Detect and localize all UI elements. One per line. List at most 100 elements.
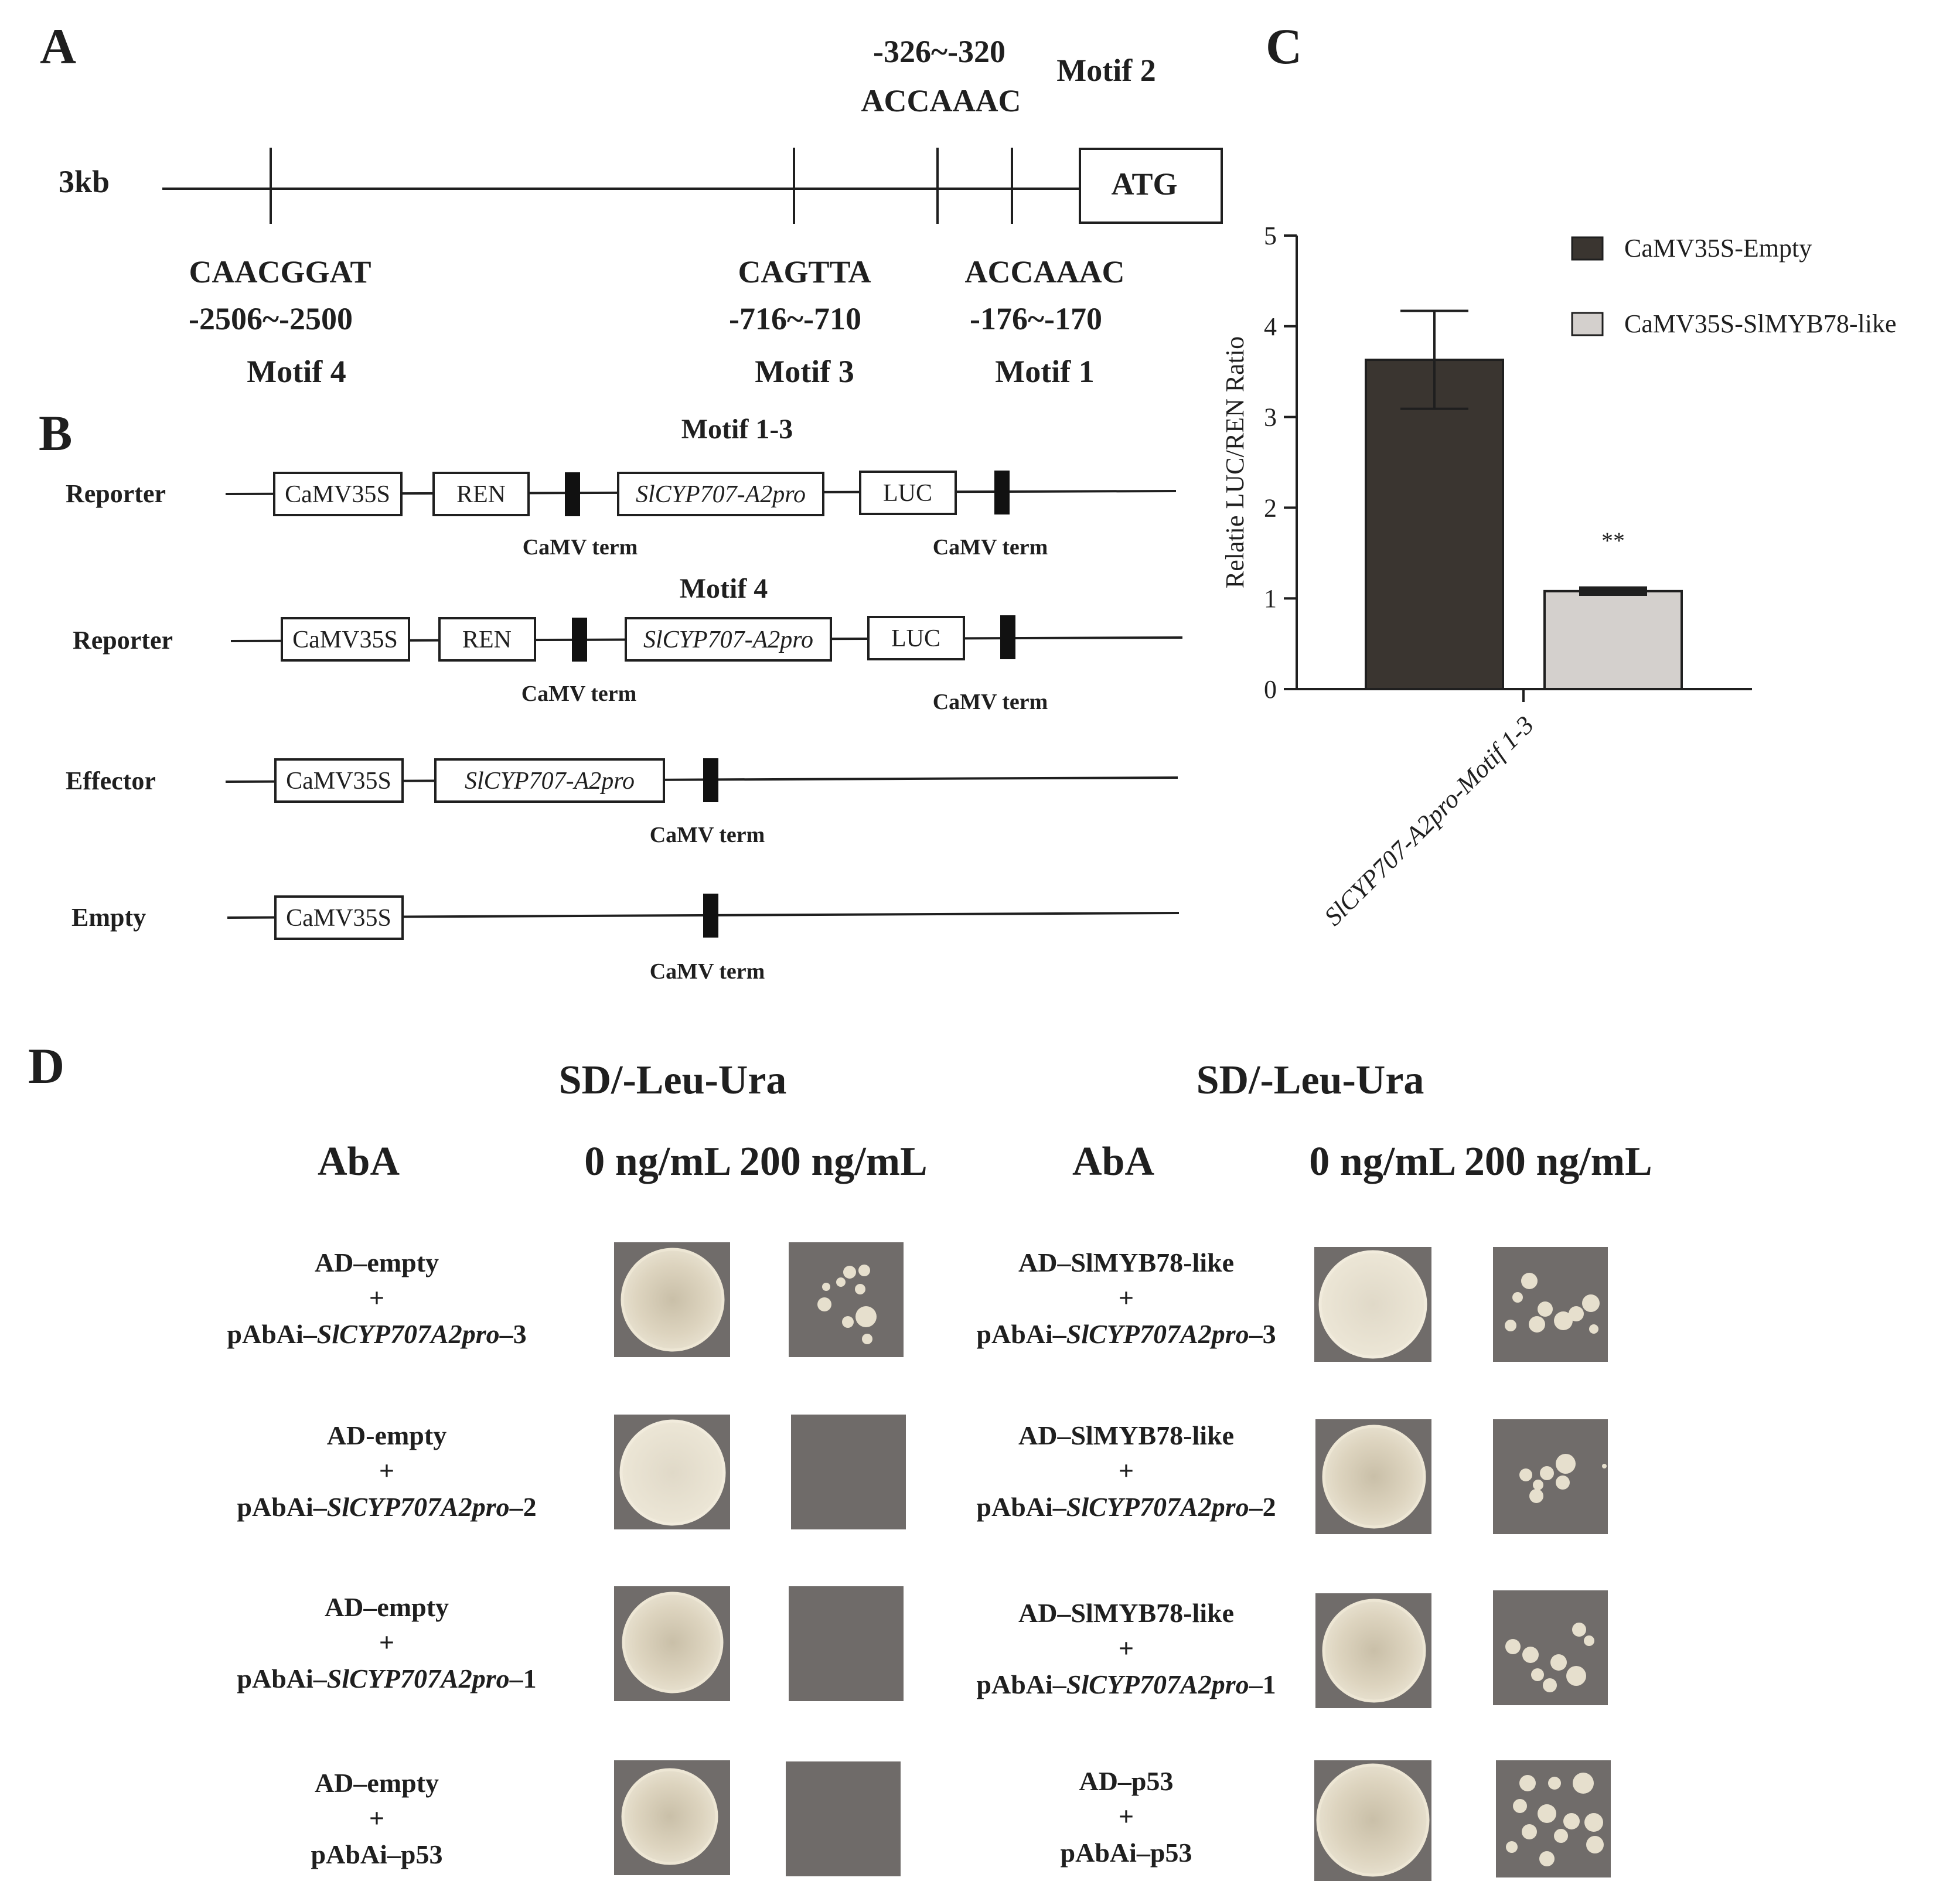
promoter-box: [617, 472, 824, 516]
ren-label: REN: [462, 626, 512, 653]
camv35s-label: CaMV35S: [292, 626, 398, 653]
row-plus: +: [379, 1627, 394, 1657]
construct-title: Motif 1-3: [681, 414, 793, 445]
terminator-label: CaMV term: [650, 823, 765, 847]
motif4-name: Motif 4: [247, 354, 346, 389]
bar-camv35s-empty: [1365, 359, 1504, 690]
small-colonies: [1519, 1454, 1607, 1503]
colony-spot: [1322, 1425, 1426, 1529]
panel-a: A 3kb ATG -326~-320 ACCAAAC Motif 2 CAAC…: [40, 18, 1223, 389]
row-line1: AD–SlMYB78-like: [1018, 1420, 1234, 1450]
row-line3: pAbAi–SlCYP707A2pro–2: [237, 1492, 536, 1522]
promoter-box: [625, 617, 832, 662]
panel-c-letter: C: [1266, 18, 1302, 74]
motif4-position: -2506~-2500: [189, 301, 353, 336]
plate-200ng: [791, 1415, 906, 1529]
construct-title: Motif 4: [680, 573, 768, 604]
legend-swatch-empty: [1571, 236, 1604, 261]
medium-label-left: SD/-Leu-Ura: [559, 1058, 787, 1103]
terminator-block: [703, 894, 718, 938]
right-row-1-label: AD–SlMYB78-like + pAbAi–SlCYP707A2pro–3: [976, 1248, 1276, 1349]
promoter-box: [434, 758, 665, 803]
terminator-block: [572, 618, 587, 662]
right-row-3-label: AD–SlMYB78-like + pAbAi–SlCYP707A2pro–1: [976, 1598, 1276, 1699]
terminator-label: CaMV term: [521, 681, 637, 706]
terminator-label: CaMV term: [933, 690, 1048, 714]
y-tick-label: 3: [1264, 403, 1277, 432]
y-tick-label: 2: [1264, 493, 1277, 522]
ren-box: [432, 472, 530, 516]
camv35s-label: CaMV35S: [285, 481, 390, 508]
concentration-label-left: 0 ng/mL 200 ng/mL: [584, 1139, 927, 1184]
y-tick-label: 4: [1264, 312, 1277, 341]
construct-empty: Empty CaMV35S CaMV term: [71, 894, 1180, 984]
right-row-4-label: AD–p53 + pAbAi–p53: [1061, 1766, 1192, 1868]
row-line1: AD–empty: [315, 1248, 439, 1277]
small-colonies: [1506, 1773, 1604, 1866]
terminator-label: CaMV term: [933, 535, 1048, 560]
left-row-3-label: AD–empty + pAbAi–SlCYP707A2pro–1: [237, 1592, 536, 1693]
motif1-sequence: ACCAAAC: [965, 254, 1125, 289]
row-line3: pAbAi–SlCYP707A2pro–3: [227, 1319, 526, 1349]
terminator-label: CaMV term: [650, 959, 765, 984]
panel-d-letter: D: [28, 1038, 64, 1094]
luc-label: LUC: [883, 480, 932, 507]
y-tick-label: 5: [1264, 222, 1277, 250]
row-plus: +: [369, 1283, 384, 1313]
plate-200ng: [786, 1761, 901, 1876]
colony-spot: [622, 1592, 724, 1693]
camv35s-label: CaMV35S: [286, 905, 391, 932]
small-colonies: [817, 1265, 877, 1344]
row-line1: AD–SlMYB78-like: [1018, 1598, 1234, 1628]
construct-label: Empty: [71, 903, 146, 932]
row-line3: pAbAi–p53: [311, 1839, 443, 1869]
row-line3: pAbAi–p53: [1061, 1838, 1192, 1868]
luc-box: [859, 471, 957, 515]
luc-box: [867, 616, 965, 660]
camv35s-label: CaMV35S: [286, 768, 391, 795]
colony-spot: [621, 1248, 725, 1352]
motif3-sequence: CAGTTA: [738, 254, 871, 289]
camv35s-box: [274, 758, 404, 803]
row-line1: AD–empty: [325, 1592, 449, 1622]
construct-label: Effector: [66, 766, 156, 795]
motif2-position: -326~-320: [873, 34, 1005, 69]
row-line1: AD–p53: [1079, 1766, 1173, 1796]
panel-b-letter: B: [39, 405, 72, 461]
row-line1: AD–SlMYB78-like: [1018, 1248, 1234, 1277]
terminator-block: [994, 471, 1010, 514]
camv35s-box: [273, 472, 403, 516]
row-line3: pAbAi–SlCYP707A2pro–2: [976, 1492, 1276, 1522]
left-row-1-label: AD–empty + pAbAi–SlCYP707A2pro–3: [227, 1248, 526, 1349]
terminator-block: [1000, 615, 1015, 659]
colony-spot: [619, 1419, 726, 1526]
promoter-label: SlCYP707-A2pro: [636, 481, 806, 508]
ren-label: REN: [456, 481, 506, 508]
bar-camv35s-slmyb78-like: [1543, 589, 1683, 690]
y-axis-label: Relatie LUC/REN Ratio: [1221, 336, 1249, 588]
camv35s-box: [274, 895, 404, 940]
motif4-sequence: CAACGGAT: [189, 254, 371, 289]
colony-spot: [621, 1768, 718, 1865]
promoter-label: SlCYP707-A2pro: [465, 768, 635, 795]
left-row-4-label: AD–empty + pAbAi–p53: [311, 1768, 443, 1869]
legend-label-empty: CaMV35S-Empty: [1624, 234, 1812, 263]
row-plus: +: [1119, 1456, 1134, 1485]
motif2-sequence: ACCAAAC: [861, 83, 1021, 118]
row-plus: +: [379, 1456, 394, 1485]
luc-label: LUC: [891, 625, 940, 652]
terminator-block: [703, 758, 718, 802]
colony-spot: [1316, 1763, 1430, 1877]
error-bar: [1400, 309, 1468, 410]
row-line3: pAbAi–SlCYP707A2pro–3: [976, 1319, 1276, 1349]
x-tick-label: SlCYP707-A2pro-Motif 1-3: [1318, 710, 1539, 931]
row-line1: AD-empty: [327, 1420, 446, 1450]
camv35s-box: [281, 617, 410, 662]
promoter-length-label: 3kb: [59, 164, 110, 199]
aba-label-left: AbA: [318, 1139, 400, 1184]
small-colonies: [1505, 1623, 1594, 1692]
colony-spot: [1318, 1250, 1427, 1359]
